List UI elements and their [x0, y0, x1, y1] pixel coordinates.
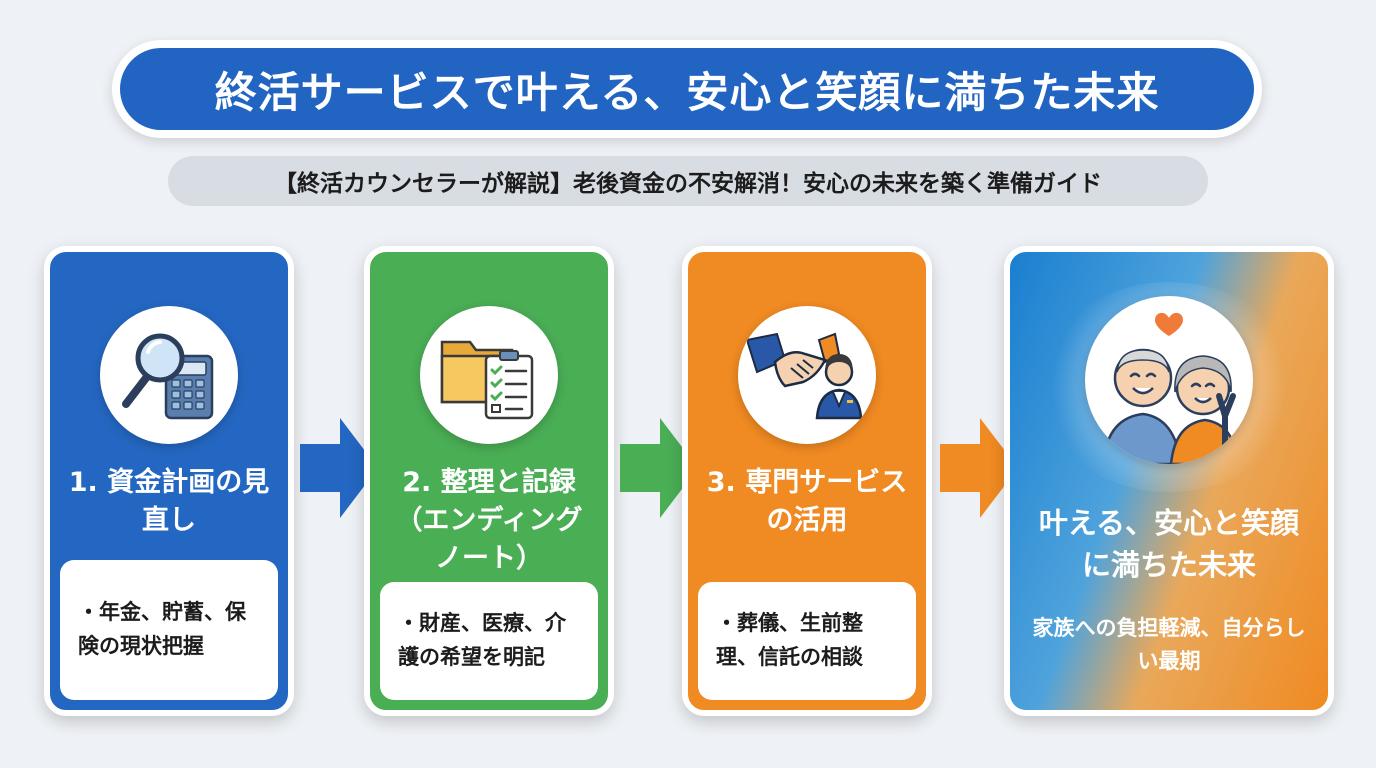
arrow-right-icon	[300, 418, 378, 518]
handshake-advisor-icon	[738, 306, 876, 444]
result-card: 叶える、安心と笑顔に満ちた未来 家族への負担軽減、自分らしい最期	[1004, 246, 1334, 716]
step-card-3: 3. 専門サービスの活用 ・葬儀、生前整理、信託の相談	[682, 246, 932, 716]
step-detail-text: ・年金、貯蓄、保険の現状把握	[78, 600, 246, 658]
subtitle-banner: 【終活カウンセラーが解説】老後資金の不安解消！安心の未来を築く準備ガイド	[168, 156, 1208, 206]
arrow-right-icon	[940, 418, 1018, 518]
step-detail-text: ・葬儀、生前整理、信託の相談	[716, 611, 863, 669]
magnifier-calculator-icon	[100, 306, 238, 444]
step-title: 1. 資金計画の見直し	[68, 467, 270, 536]
step-detail-box: ・財産、医療、介護の希望を明記	[380, 582, 598, 700]
arrow-right-icon	[620, 418, 698, 518]
result-detail-text: 家族への負担軽減、自分らしい最期	[1032, 616, 1306, 673]
step-title: 3. 専門サービスの活用	[706, 467, 908, 536]
step-card-1: 1. 資金計画の見直し ・年金、貯蓄、保険の現状把握	[44, 246, 294, 716]
step-detail-box: ・葬儀、生前整理、信託の相談	[698, 582, 916, 700]
result-title: 叶える、安心と笑顔に満ちた未来	[1038, 506, 1300, 583]
happy-elderly-couple-icon	[1085, 296, 1253, 464]
step-detail-text: ・財産、医療、介護の希望を明記	[398, 611, 566, 669]
step-title: 2. 整理と記録（エンディングノート）	[395, 467, 583, 574]
page-title: 終活サービスで叶える、安心と笑顔に満ちた未来	[120, 48, 1254, 130]
folder-checklist-icon	[420, 306, 558, 444]
step-detail-box: ・年金、貯蓄、保険の現状把握	[60, 560, 278, 700]
step-card-2: 2. 整理と記録（エンディングノート） ・財産、医療、介護の希望を明記	[364, 246, 614, 716]
title-banner: 終活サービスで叶える、安心と笑顔に満ちた未来	[112, 40, 1262, 138]
